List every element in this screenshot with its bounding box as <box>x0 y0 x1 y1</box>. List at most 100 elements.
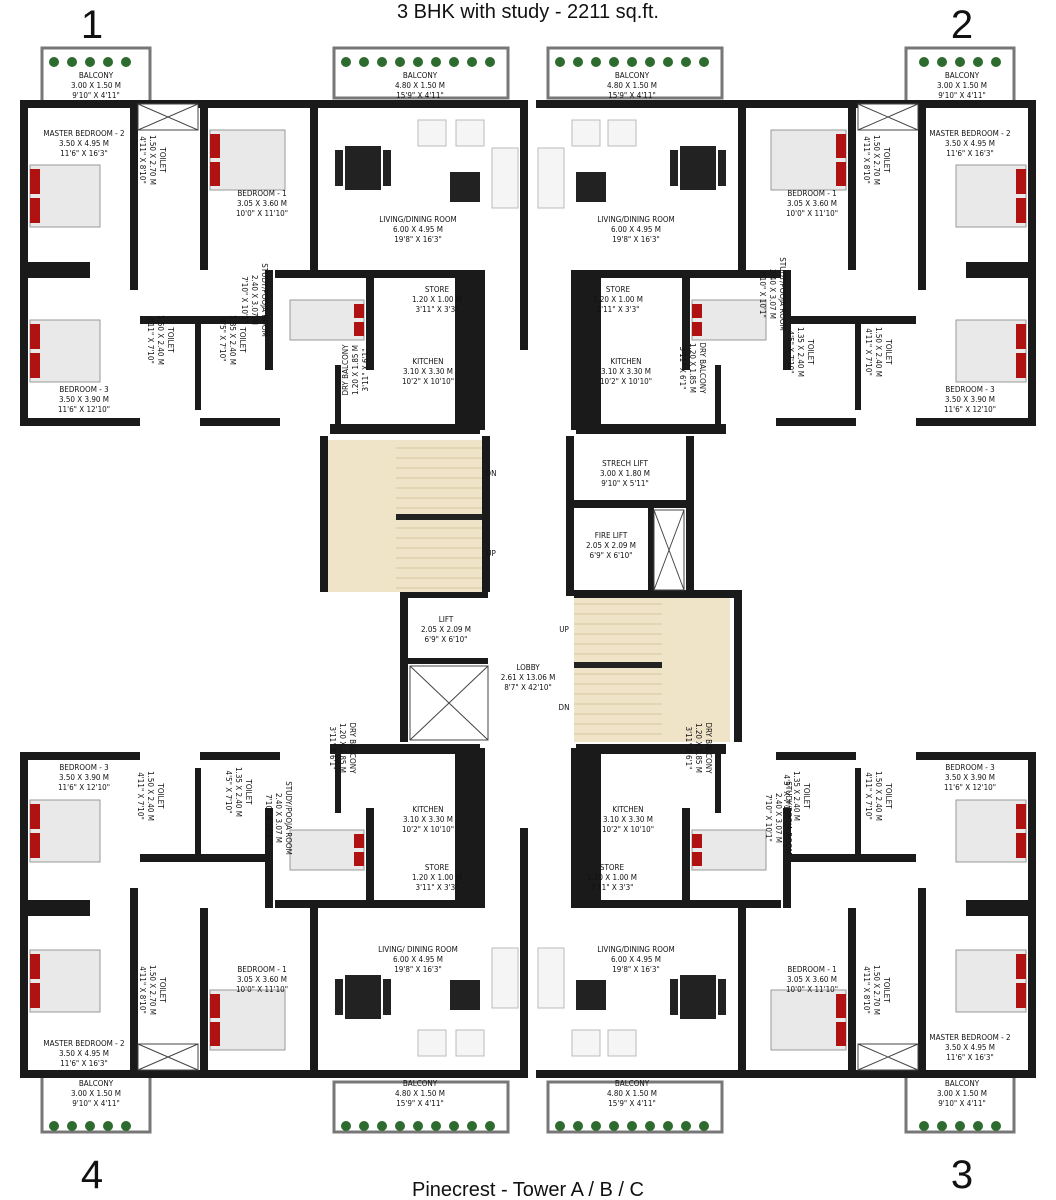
bed-icon <box>955 949 1027 1013</box>
room-label-line: 1.50 X 2.40 M <box>146 771 155 821</box>
room-label-line: 4'5" X 7'10" <box>786 331 795 374</box>
coffee-table-icon <box>450 172 480 202</box>
bed-icon <box>209 989 286 1051</box>
room-label-u1-bed1: BEDROOM - 13.05 X 3.60 M10'0" X 11'10" <box>236 189 288 218</box>
pillow-icon <box>210 994 220 1018</box>
room-label-line: 3'11" X 6'1" <box>684 727 693 770</box>
room-label-line: BALCONY <box>945 1079 980 1088</box>
room-label-line: 3'11" X 6'1" <box>328 727 337 770</box>
room-label-line: 11'6" X 16'3" <box>60 149 108 158</box>
room-label-line: LIVING/DINING ROOM <box>597 215 675 224</box>
pillow-icon <box>30 954 40 979</box>
shrub-icon <box>377 57 387 67</box>
room-label-line: TOILET <box>166 326 175 353</box>
room-label-line: KITCHEN <box>610 357 641 366</box>
shrub-icon <box>49 57 59 67</box>
room-label-line: 1.35 X 2.40 M <box>234 767 243 817</box>
room-label-line: 3.50 X 3.90 M <box>945 395 995 404</box>
room-label-line: BEDROOM - 3 <box>945 763 994 772</box>
shrub-icon <box>377 1121 387 1131</box>
pillow-icon <box>1016 954 1026 979</box>
stair-right-up-label: UP <box>559 625 569 634</box>
shrub-icon <box>609 57 619 67</box>
room-label-line: TOILET <box>884 338 893 365</box>
room-label-line: 3.00 X 1.50 M <box>937 81 987 90</box>
room-label-line: STUDY/POOJA ROOM <box>260 263 269 337</box>
shrub-icon <box>121 1121 131 1131</box>
room-label-line: 1.35 X 2.40 M <box>228 315 237 365</box>
room-label-line: 10'0" X 11'10" <box>236 209 288 218</box>
pillow-icon <box>1016 169 1026 194</box>
room-label-line: 3'11" X 3'3" <box>591 883 634 892</box>
pillow-icon <box>210 134 220 158</box>
unit-number-4: 4 <box>81 1153 103 1197</box>
planter-balconies-bottom <box>40 1072 1016 1134</box>
pillow-icon <box>30 198 40 223</box>
unit-number-3: 3 <box>951 1153 973 1197</box>
room-label-line: KITCHEN <box>612 805 643 814</box>
unit-2-walls <box>536 100 1036 434</box>
room-label-line: 6.00 X 4.95 M <box>611 955 661 964</box>
room-label-line: 11'6" X 12'10" <box>944 783 996 792</box>
dining-chair-icon <box>383 979 391 1015</box>
room-label-line: STORE <box>425 863 450 872</box>
shrub-icon <box>555 1121 565 1131</box>
room-label-line: 4'11" X 8'10" <box>862 136 871 184</box>
room-label-line: DRY BALCONY <box>704 722 713 774</box>
dining-chair-icon <box>718 979 726 1015</box>
dining-chair-icon <box>335 150 343 186</box>
shrub-icon <box>699 57 709 67</box>
room-label-line: 3.05 X 3.60 M <box>237 199 287 208</box>
room-label-line: LIVING/DINING ROOM <box>597 945 675 954</box>
shrub-icon <box>699 1121 709 1131</box>
room-label-u3-bed3: BEDROOM - 33.50 X 3.90 M11'6" X 12'10" <box>944 763 996 792</box>
room-label-line: 3.50 X 4.95 M <box>59 1049 109 1058</box>
pillow-icon <box>30 983 40 1008</box>
shrub-icon <box>919 57 929 67</box>
coffee-table-icon <box>576 172 606 202</box>
shrub-icon <box>413 57 423 67</box>
pillow-icon <box>692 322 702 336</box>
dining-table-icon <box>680 146 716 190</box>
room-label-u2-master: MASTER BEDROOM - 23.50 X 4.95 M11'6" X 1… <box>929 129 1010 158</box>
room-label-line: 8'7" X 42'10" <box>504 683 552 692</box>
room-label-line: 7'10" X 10'1" <box>764 794 773 842</box>
staircase-left <box>328 440 482 592</box>
unit-4-walls <box>20 744 528 1078</box>
shrub-icon <box>573 57 583 67</box>
room-label-line: 4'5" X 7'10" <box>224 771 233 814</box>
sofa-icon <box>417 1029 447 1057</box>
room-label-line: 10'0" X 11'10" <box>236 985 288 994</box>
pillow-icon <box>1016 198 1026 223</box>
shrub-icon <box>431 1121 441 1131</box>
room-label-line: 1.35 X 2.40 M <box>796 327 805 377</box>
shrub-icon <box>991 1121 1001 1131</box>
pillow-icon <box>1016 983 1026 1008</box>
bed-icon <box>955 319 1027 383</box>
shrub-icon <box>467 1121 477 1131</box>
shrub-icon <box>991 57 1001 67</box>
dining-table-icon <box>345 146 381 190</box>
room-label-line: STUDY/POOJA ROOM <box>778 257 787 331</box>
room-label-line: TOILET <box>156 782 165 809</box>
shrub-icon <box>103 1121 113 1131</box>
room-label-line: 1.50 X 2.40 M <box>874 771 883 821</box>
pillow-icon <box>692 852 702 866</box>
room-label-line: MASTER BEDROOM - 2 <box>43 129 124 138</box>
shrub-icon <box>591 1121 601 1131</box>
room-label-line: 1.20 X 1.00 M <box>593 295 643 304</box>
